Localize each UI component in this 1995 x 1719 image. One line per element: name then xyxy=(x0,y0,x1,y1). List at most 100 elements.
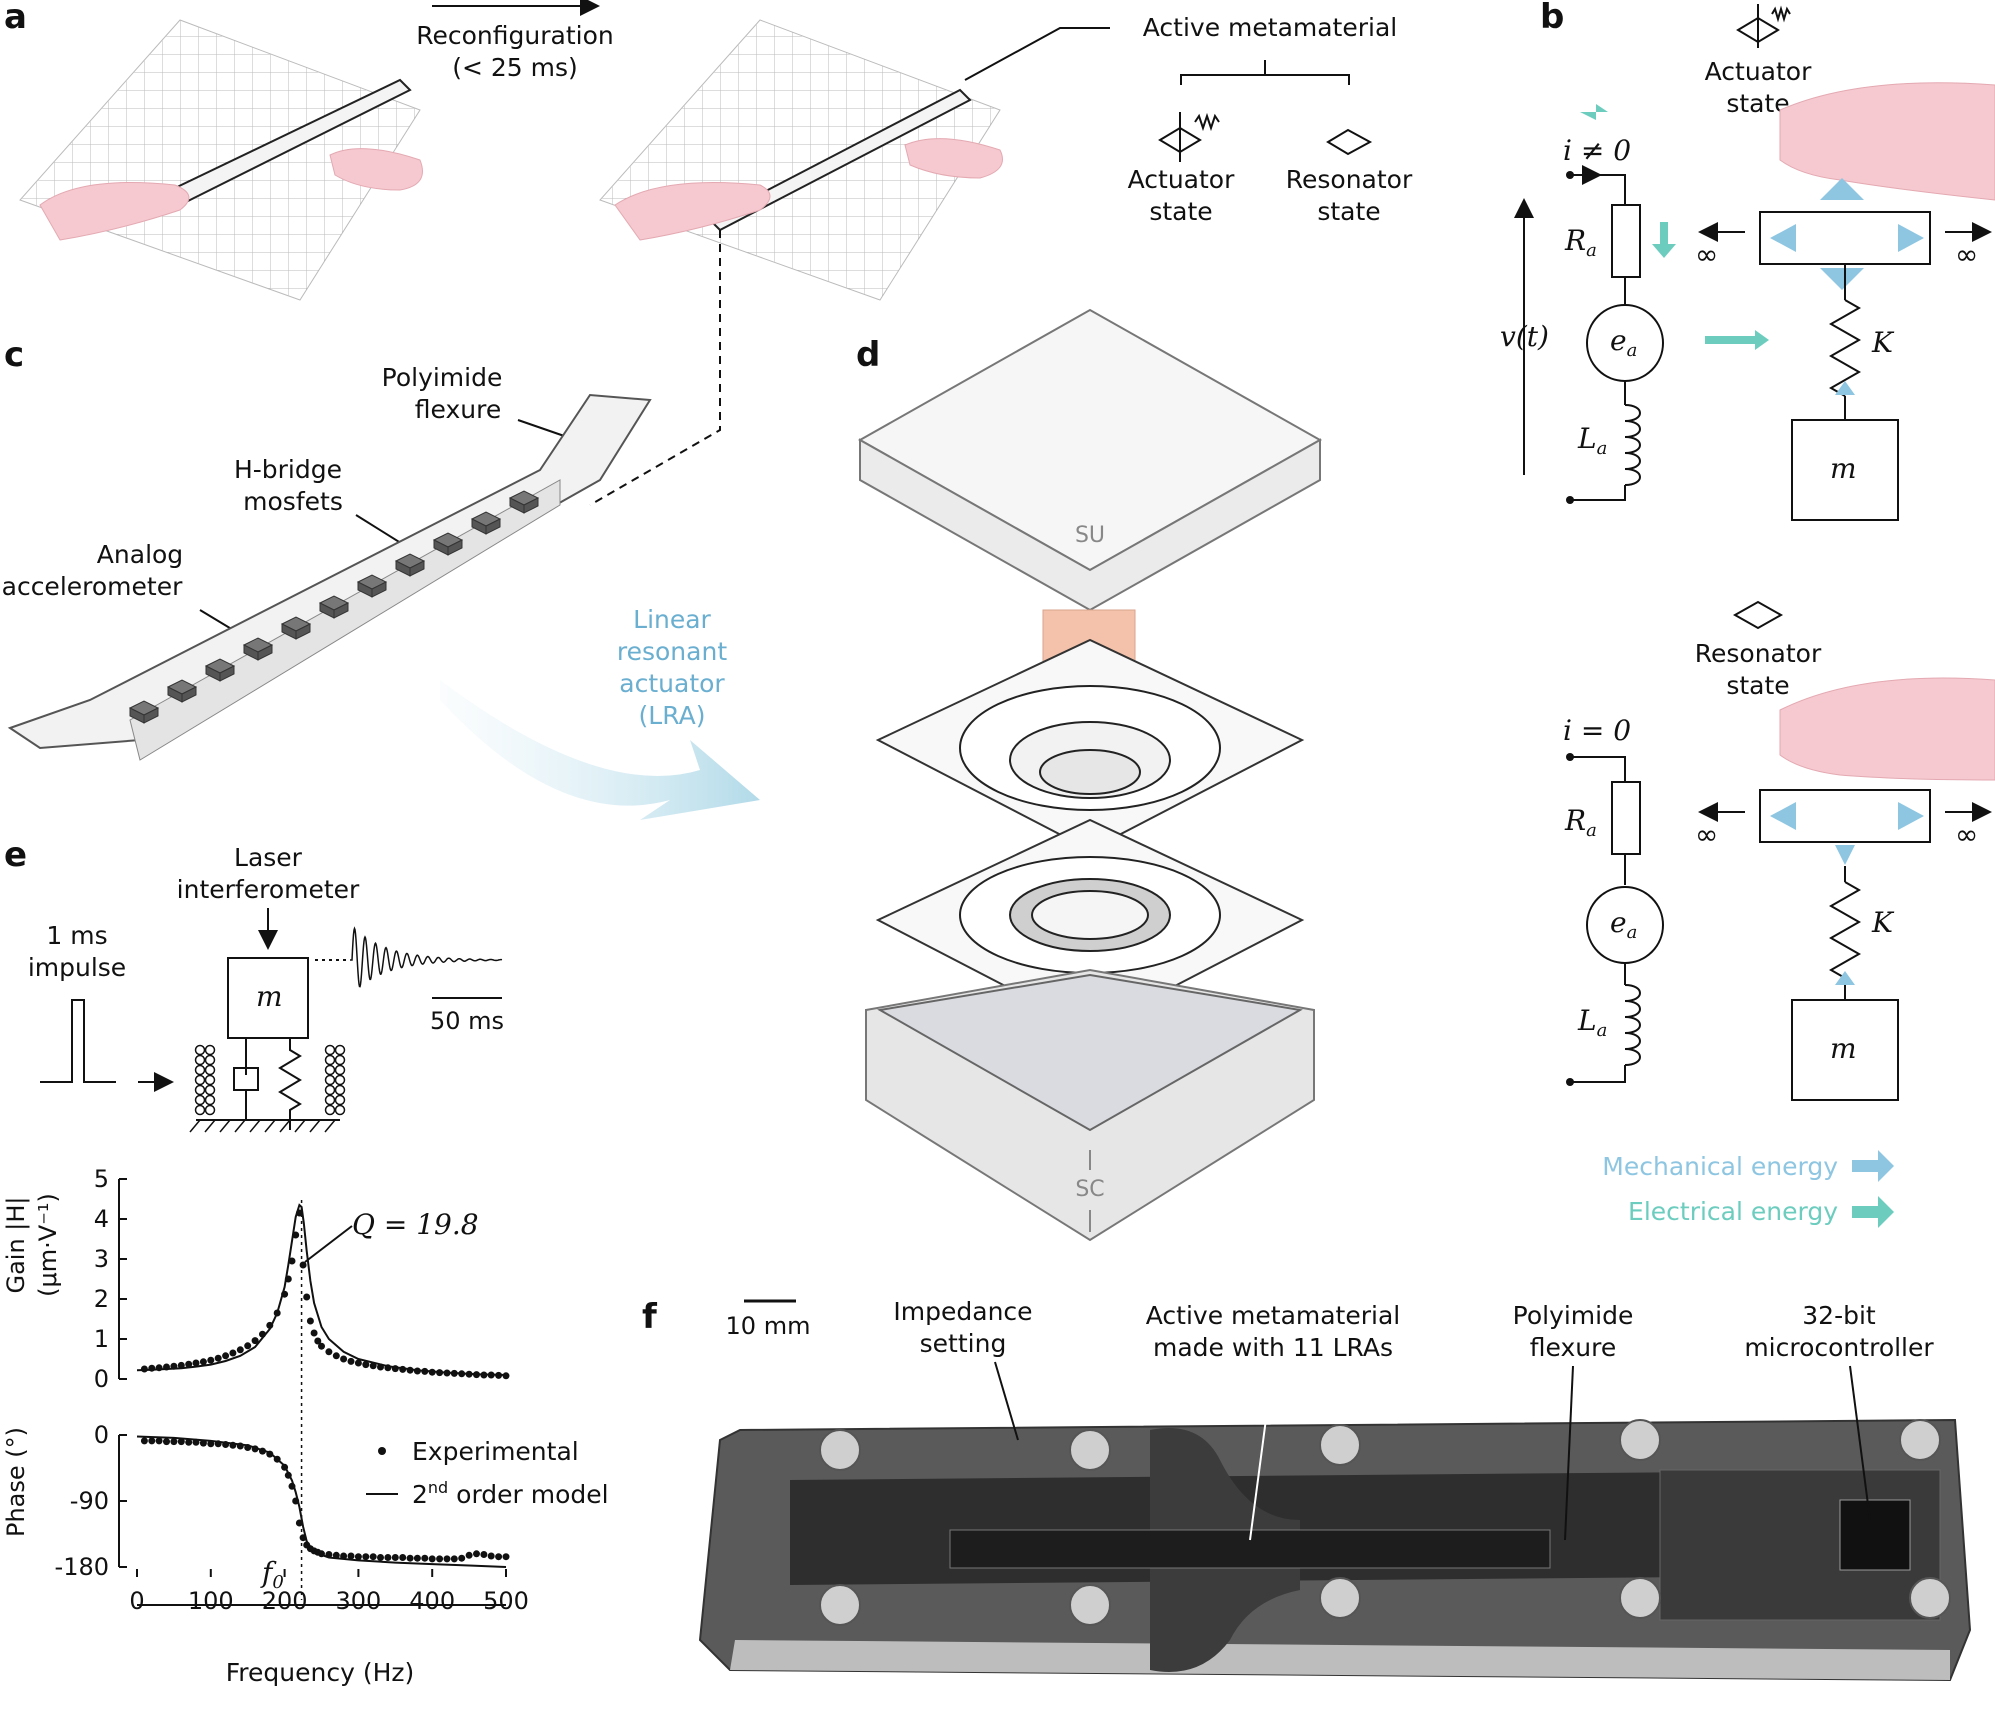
experimental-point xyxy=(318,1342,325,1350)
x-tick-label: 200 xyxy=(262,1587,308,1615)
panel-c-label: c xyxy=(4,335,24,375)
experimental-point xyxy=(362,1361,370,1369)
experimental-point xyxy=(314,1337,322,1345)
mcu-label-2: microcontroller xyxy=(1744,1333,1934,1362)
panel-a: a Reconfiguration (< 25 ms) Active metam… xyxy=(4,0,1413,301)
electrical-arrow-down xyxy=(1652,222,1676,258)
experimental-point xyxy=(369,1553,377,1561)
panel-a-label: a xyxy=(4,0,27,37)
experimental-point xyxy=(347,1552,355,1560)
experimental-point xyxy=(170,1438,178,1446)
accelerometer-label-2: accelerometer xyxy=(2,572,183,601)
experimental-point xyxy=(207,1356,215,1364)
experimental-point xyxy=(384,1554,392,1561)
hbridge-label-2: mosfets xyxy=(243,487,343,516)
screw xyxy=(1909,1577,1951,1619)
experimental-point xyxy=(303,1293,311,1301)
panel-e-label: e xyxy=(4,835,27,875)
panel-b: b Actuator state i ≠ 0 Ra ea La xyxy=(1500,0,1995,1228)
mechanical-actuator: ∞ ∞ K m xyxy=(1695,82,1995,521)
screw xyxy=(1069,1584,1111,1626)
experimental-point xyxy=(244,1342,252,1350)
impedance-label-1: Impedance xyxy=(893,1297,1032,1326)
experimental-point xyxy=(443,1555,451,1563)
metamaterial-photo-label-2: made with 11 LRAs xyxy=(1153,1333,1393,1362)
experimental-point xyxy=(177,1438,185,1446)
magnet-bead xyxy=(204,1104,216,1116)
experimental-point xyxy=(325,1348,333,1356)
legend-experimental: Experimental xyxy=(412,1437,579,1466)
mechanical-arrow-down-bottom xyxy=(1835,845,1855,865)
phase-marks xyxy=(136,1435,510,1568)
layer-mm: MM xyxy=(875,818,1305,1032)
screw xyxy=(1619,1419,1661,1461)
experimental-point xyxy=(332,1551,340,1559)
experimental-point xyxy=(450,1555,458,1563)
layer-fl: FL xyxy=(875,638,1305,852)
k-label-bottom: K xyxy=(1871,906,1895,939)
resonator-state-icon xyxy=(1326,128,1373,156)
experimental-point xyxy=(163,1438,170,1446)
la-label-top: La xyxy=(1577,422,1607,459)
mechanical-energy-arrow xyxy=(1852,1150,1894,1182)
experimental-point xyxy=(222,1352,230,1360)
ea-label-top: ea xyxy=(1610,324,1637,361)
resonator-state-label-b: Resonator xyxy=(1695,639,1822,668)
experimental-point xyxy=(288,1257,296,1265)
screw xyxy=(1069,1429,1111,1471)
experimental-point xyxy=(155,1437,163,1445)
screw xyxy=(1319,1424,1361,1466)
magnet-bead xyxy=(204,1054,216,1066)
circuit-actuator: i ≠ 0 Ra ea La v(t) xyxy=(1500,104,1769,504)
gain-ylabel-1: Gain |H| xyxy=(2,1196,30,1293)
mosfet-chip-side xyxy=(319,602,349,619)
infinity-left-bottom: ∞ xyxy=(1695,818,1718,851)
photo-scale-label: 10 mm xyxy=(726,1312,811,1340)
experimental-point xyxy=(391,1554,399,1561)
resonator-state-sub-a: state xyxy=(1317,197,1380,226)
finger-actuator xyxy=(1779,82,1995,201)
y-tick-label: 5 xyxy=(94,1165,109,1193)
resonator-state-label-a: Resonator xyxy=(1286,165,1413,194)
y-tick-label: 4 xyxy=(94,1205,109,1233)
legend: Experimental 2nd order model xyxy=(366,1437,609,1509)
magnet-bead xyxy=(204,1044,216,1056)
electrical-arrow-right xyxy=(1705,330,1769,350)
laser-label-1: Laser xyxy=(234,843,303,872)
electrical-arrow-top xyxy=(1580,104,1608,120)
infinity-right-bottom: ∞ xyxy=(1955,818,1978,851)
lra-arrow xyxy=(440,680,760,820)
experimental-point xyxy=(185,1360,193,1368)
la-label-bottom: La xyxy=(1577,1004,1607,1041)
panel-f-label: f xyxy=(642,1297,658,1337)
screw xyxy=(1319,1577,1361,1619)
device-photo xyxy=(698,1418,1972,1682)
impulse-label-2: impulse xyxy=(28,953,126,982)
gain-ylabel-2: (μm·V⁻¹) xyxy=(34,1193,62,1297)
lra-label-2: resonant xyxy=(617,637,727,666)
magnet-bead xyxy=(194,1094,206,1106)
k-label-top: K xyxy=(1871,326,1895,359)
impulse-waveform xyxy=(40,999,116,1083)
mass-label-e: m xyxy=(256,980,283,1013)
circuit-resonator: i = 0 Ra ea La xyxy=(1563,714,1664,1086)
magnet-bead xyxy=(204,1074,216,1086)
experimental-point xyxy=(347,1357,355,1365)
actuator-state-sub-b: state xyxy=(1726,89,1789,118)
panel-d: d SU CL FL MM xyxy=(856,308,1323,1242)
infinity-left-top: ∞ xyxy=(1695,238,1718,271)
magnet-bead xyxy=(204,1064,216,1076)
microcontroller-photo xyxy=(1839,1499,1911,1571)
electrical-energy-legend: Electrical energy xyxy=(1628,1197,1838,1226)
model-line xyxy=(136,1203,507,1376)
mass-label-top: m xyxy=(1830,452,1857,485)
experimental-point xyxy=(436,1555,444,1563)
layer-sc: SC xyxy=(865,968,1315,1242)
y-tick-label: 3 xyxy=(94,1245,109,1273)
q-annotation: Q = 19.8 xyxy=(352,1208,479,1241)
experimental-point xyxy=(148,1437,156,1445)
y-tick-label: 2 xyxy=(94,1285,109,1313)
magnet-beads-right xyxy=(324,1044,346,1116)
inductor-bottom xyxy=(1624,984,1641,1066)
